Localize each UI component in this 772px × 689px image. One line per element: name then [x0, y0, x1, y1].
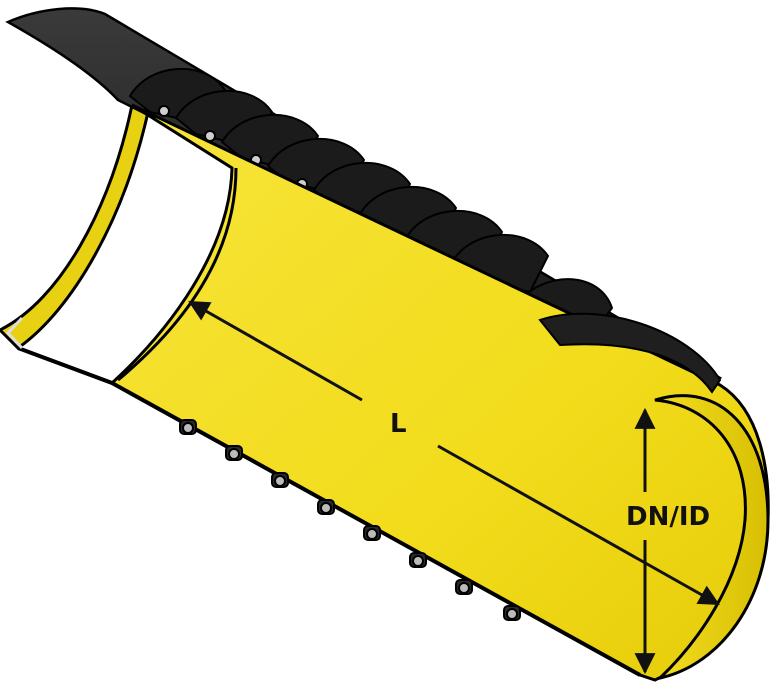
length-arrow-upper [188, 300, 363, 402]
length-dimension: L [188, 300, 720, 606]
length-label: L [390, 409, 407, 439]
rubber-right-rim [538, 312, 722, 394]
pipe-inner-liner [109, 103, 770, 682]
liner-bottom-edge [17, 346, 641, 677]
left-chevron-icon [5, 316, 24, 350]
diameter-label: DN/ID [626, 502, 710, 532]
bottom-reinforcement-studs [179, 419, 521, 621]
pipe-left-lip [0, 102, 150, 350]
liner-seam [117, 167, 238, 382]
diameter-dimension: DN/ID [626, 407, 710, 675]
length-arrow-lower [437, 444, 720, 606]
pipe-right-end [654, 394, 770, 681]
